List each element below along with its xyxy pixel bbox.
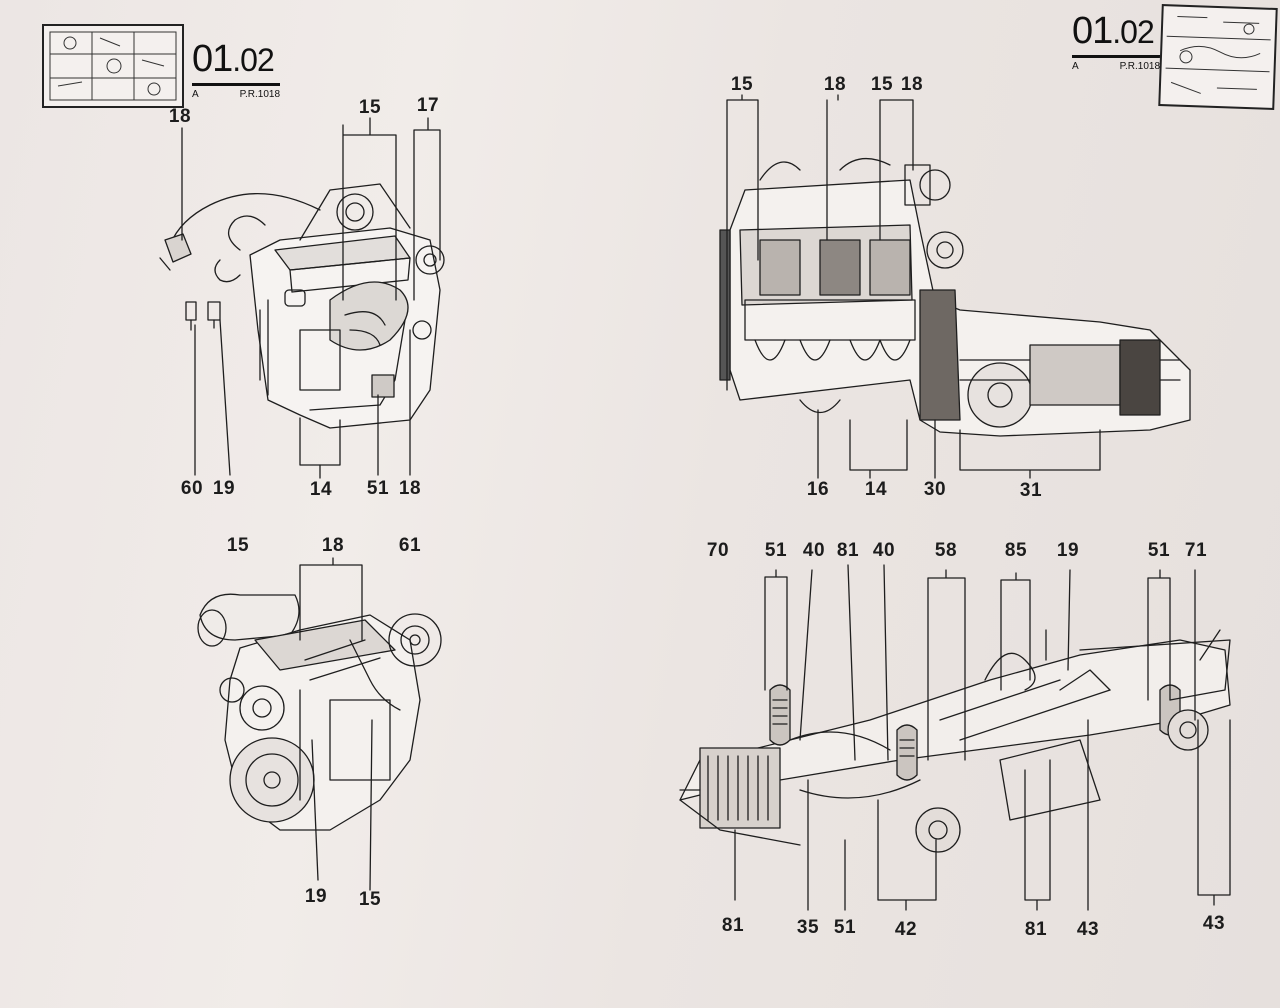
callout-cutaway: 15 [730, 74, 754, 95]
part-reference: P.R.1018 [1119, 61, 1160, 72]
index-thumbnail-left-art [49, 31, 177, 101]
section-header-left: 01.02 A P.R.1018 [192, 40, 280, 100]
section-header-right: 01.02 A P.R.1018 [1072, 12, 1160, 72]
callout-engine-top: 15 [358, 97, 382, 118]
engine-rear-three-quarter-drawing [197, 557, 442, 891]
callout-chassis-bottom: 81 [721, 915, 745, 936]
callout-chassis-top: 51 [764, 540, 788, 561]
index-thumbnail-left[interactable] [42, 24, 184, 108]
header-rule [192, 83, 280, 86]
callout-chassis-top: 70 [706, 540, 730, 561]
callout-chassis-top: 81 [836, 540, 860, 561]
callout-engine-top: 14 [309, 479, 333, 500]
callout-cutaway: 14 [864, 479, 888, 500]
callout-chassis-top: 19 [1056, 540, 1080, 561]
callout-cutaway: 31 [1019, 480, 1043, 501]
callout-engine-top: 60 [180, 478, 204, 499]
callout-engine-rear: 15 [226, 535, 250, 556]
revision-letter: A [192, 89, 199, 100]
callout-engine-rear: 61 [398, 535, 422, 556]
engine-front-three-quarter-drawing [159, 117, 445, 479]
revision-letter: A [1072, 61, 1079, 72]
callout-chassis-top: 85 [1004, 540, 1028, 561]
callout-cutaway: 18 [823, 74, 847, 95]
part-reference: P.R.1018 [239, 89, 280, 100]
callout-engine-top: 18 [398, 478, 422, 499]
index-thumbnail-right-art [1165, 16, 1271, 94]
callout-chassis-bottom: 81 [1024, 919, 1048, 940]
engine-gearbox-cutaway-drawing [719, 94, 1191, 479]
callout-chassis-bottom: 35 [796, 917, 820, 938]
index-thumbnail-right[interactable] [1158, 4, 1278, 110]
callout-engine-rear: 19 [304, 886, 328, 907]
callout-chassis-top: 58 [934, 540, 958, 561]
callout-engine-top: 18 [168, 106, 192, 127]
callout-chassis-bottom: 51 [833, 917, 857, 938]
callout-chassis-bottom: 42 [894, 919, 918, 940]
callout-engine-top: 17 [416, 95, 440, 116]
callout-chassis-top: 51 [1147, 540, 1171, 561]
section-code-minor: .02 [1112, 14, 1154, 50]
callout-chassis-bottom: 43 [1202, 913, 1226, 934]
callout-cutaway: 16 [806, 479, 830, 500]
section-code-major: 01 [1072, 10, 1113, 52]
callout-chassis-top: 71 [1184, 540, 1208, 561]
section-code-minor: .02 [232, 42, 274, 78]
chassis-suspension-drawing [679, 564, 1231, 911]
callout-chassis-top: 40 [872, 540, 896, 561]
callout-cutaway: 30 [923, 479, 947, 500]
callout-engine-top: 51 [366, 478, 390, 499]
callout-cutaway: 18 [900, 74, 924, 95]
callout-engine-rear: 15 [358, 889, 382, 910]
callout-engine-top: 19 [212, 478, 236, 499]
callout-engine-rear: 18 [321, 535, 345, 556]
header-rule [1072, 55, 1160, 58]
callout-chassis-bottom: 43 [1076, 919, 1100, 940]
callout-cutaway: 15 [870, 74, 894, 95]
callout-chassis-top: 40 [802, 540, 826, 561]
section-code-major: 01 [192, 38, 233, 80]
